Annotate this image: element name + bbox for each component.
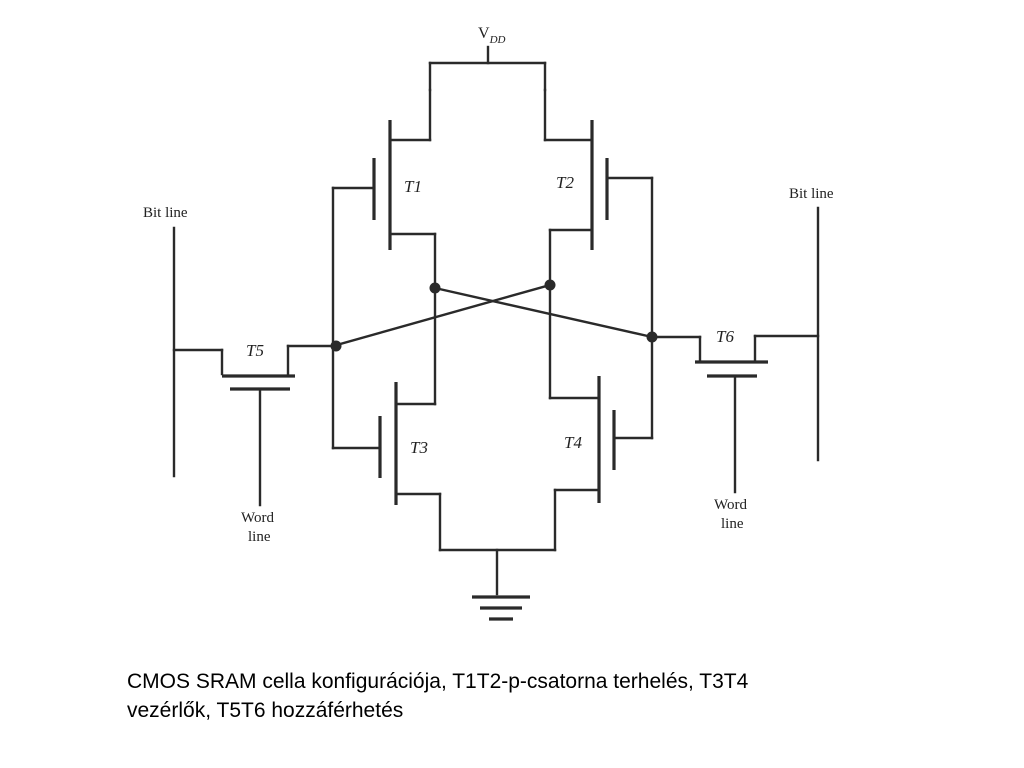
bit-line-right: Bit line (789, 186, 834, 462)
ground-symbol (438, 488, 557, 621)
junction-node (429, 282, 441, 294)
t2-label: T2 (556, 173, 574, 192)
word-line-left-label-2: line (248, 529, 271, 545)
vdd-supply: VDD (428, 25, 547, 92)
vdd-label-subscript: DD (489, 34, 506, 46)
cross-coupling (331, 283, 654, 348)
junction-nodes (330, 279, 658, 352)
word-line-right-label: Word line (714, 497, 747, 532)
bit-line-left: Bit line (143, 205, 188, 478)
t6-label: T6 (716, 327, 734, 346)
t5-label: T5 (246, 341, 264, 360)
vdd-label: VDD (478, 25, 506, 46)
t1-label: T1 (404, 177, 422, 196)
caption-line-2: vezérlők, T5T6 hozzáférhetés (127, 699, 404, 722)
word-line-right-label-1: Word (714, 497, 747, 513)
vdd-label-main: V (478, 25, 490, 42)
junction-node (646, 331, 658, 343)
transistor-t1: T1 (331, 88, 437, 290)
t3-label: T3 (410, 438, 428, 457)
transistor-t3: T3 (331, 286, 442, 505)
caption-line-1: CMOS SRAM cella konfigurációja, T1T2-p-c… (127, 670, 749, 693)
word-line-left-label: Word line (241, 510, 274, 545)
junction-node (544, 279, 556, 291)
transistor-t2: T2 (543, 88, 654, 287)
transistor-t6: T6 (650, 327, 820, 494)
bit-line-left-label: Bit line (143, 205, 188, 221)
sram-cell-schematic: VDD T1 T2 T3 (143, 25, 834, 621)
transistor-t4: T4 (548, 283, 654, 503)
word-line-left-label-1: Word (241, 510, 274, 526)
figure-caption: CMOS SRAM cella konfigurációja, T1T2-p-c… (127, 667, 927, 725)
junction-node (330, 340, 342, 352)
word-line-right-label-2: line (721, 516, 744, 532)
t4-label: T4 (564, 433, 582, 452)
transistor-t5: T5 (172, 341, 335, 507)
left-gate-column (331, 176, 654, 450)
bit-line-right-label: Bit line (789, 186, 834, 202)
